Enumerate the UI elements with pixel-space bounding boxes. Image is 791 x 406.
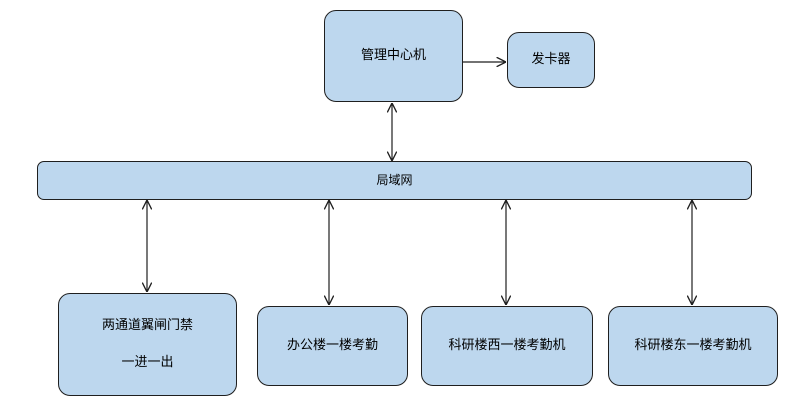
- node-lan: 局域网: [37, 161, 752, 200]
- node-card-issuer: 发卡器: [507, 32, 595, 88]
- node-office-attendance-label: 办公楼一楼考勤: [286, 338, 378, 354]
- node-turnstile-gate: 两通道翼闸门禁 一进一出: [58, 293, 237, 396]
- node-lab-east-attendance: 科研楼东一楼考勤机: [608, 306, 778, 386]
- node-turnstile-gate-line2: 一进一出: [121, 354, 174, 370]
- node-lab-west-attendance: 科研楼西一楼考勤机: [421, 306, 593, 386]
- node-lab-east-attendance-label: 科研楼东一楼考勤机: [634, 338, 752, 354]
- node-lan-label: 局域网: [376, 173, 413, 188]
- node-office-attendance: 办公楼一楼考勤: [257, 306, 408, 386]
- node-turnstile-gate-line1: 两通道翼闸门禁: [101, 318, 193, 334]
- node-management-center-label: 管理中心机: [360, 48, 426, 64]
- node-card-issuer-label: 发卡器: [531, 52, 571, 68]
- node-lab-west-attendance-label: 科研楼西一楼考勤机: [448, 338, 566, 354]
- node-management-center: 管理中心机: [324, 10, 463, 102]
